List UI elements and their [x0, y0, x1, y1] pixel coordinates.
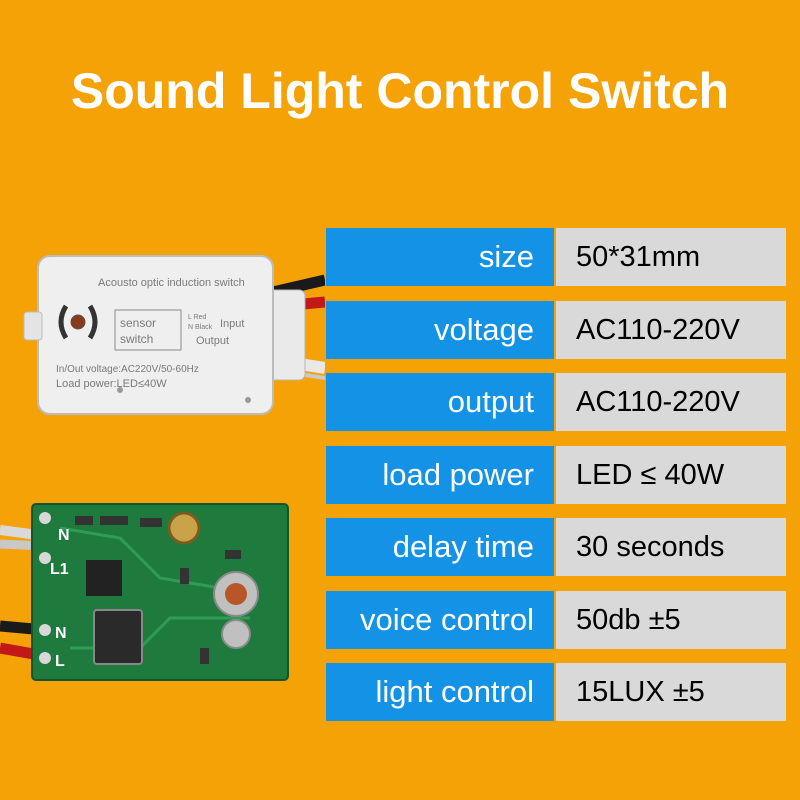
pcb-label-l1: L1 — [50, 561, 69, 578]
spec-row-voltage: voltage AC110-220V — [326, 300, 786, 359]
spec-row-load-power: load power LED ≤ 40W — [326, 445, 786, 504]
spec-row-delay-time: delay time 30 seconds — [326, 518, 786, 576]
case-wire-red: L Red — [188, 314, 207, 321]
spec-label: delay time — [326, 518, 554, 576]
spec-value: 50db ±5 — [556, 590, 786, 649]
spec-label: voice control — [326, 590, 554, 649]
pcb-label-l-bottom: L — [55, 653, 65, 670]
light-sensor-icon — [70, 314, 86, 330]
case-load-line: Load power:LED≤40W — [56, 378, 167, 390]
case-sensor-line1: sensor — [120, 316, 156, 330]
spec-row-size: size 50*31mm — [326, 228, 786, 286]
case-input: Input — [220, 318, 244, 330]
case-output: Output — [196, 335, 229, 347]
case-sensor-line2: switch — [120, 332, 153, 346]
switch-case-image: Acousto optic induction switch sensor sw… — [23, 255, 325, 415]
spec-label: light control — [326, 663, 554, 721]
spec-value: 30 seconds — [556, 518, 786, 576]
spec-value: 15LUX ±5 — [556, 663, 786, 721]
spec-value: 50*31mm — [556, 228, 786, 286]
spec-label: load power — [326, 445, 554, 504]
spec-value: LED ≤ 40W — [556, 445, 786, 504]
spec-label: size — [326, 228, 554, 286]
page-title: Sound Light Control Switch — [70, 63, 730, 119]
case-heading: Acousto optic induction switch — [98, 277, 245, 289]
spec-label: voltage — [326, 300, 554, 359]
spec-row-light-control: light control 15LUX ±5 — [326, 663, 786, 721]
spec-row-output: output AC110-220V — [326, 373, 786, 431]
case-voltage-line: In/Out voltage:AC220V/50-60Hz — [56, 364, 199, 375]
spec-value: AC110-220V — [556, 373, 786, 431]
spec-table: size 50*31mm voltage AC110-220V output A… — [326, 228, 786, 736]
spec-value: AC110-220V — [556, 300, 786, 359]
spec-row-voice-control: voice control 50db ±5 — [326, 590, 786, 649]
spec-label: output — [326, 373, 554, 431]
pcb-label-n-bottom: N — [55, 625, 67, 642]
pcb-board-image: N L1 N L — [0, 503, 289, 681]
case-wire-black: N Black — [188, 324, 213, 331]
pcb-label-n-top: N — [58, 527, 70, 544]
